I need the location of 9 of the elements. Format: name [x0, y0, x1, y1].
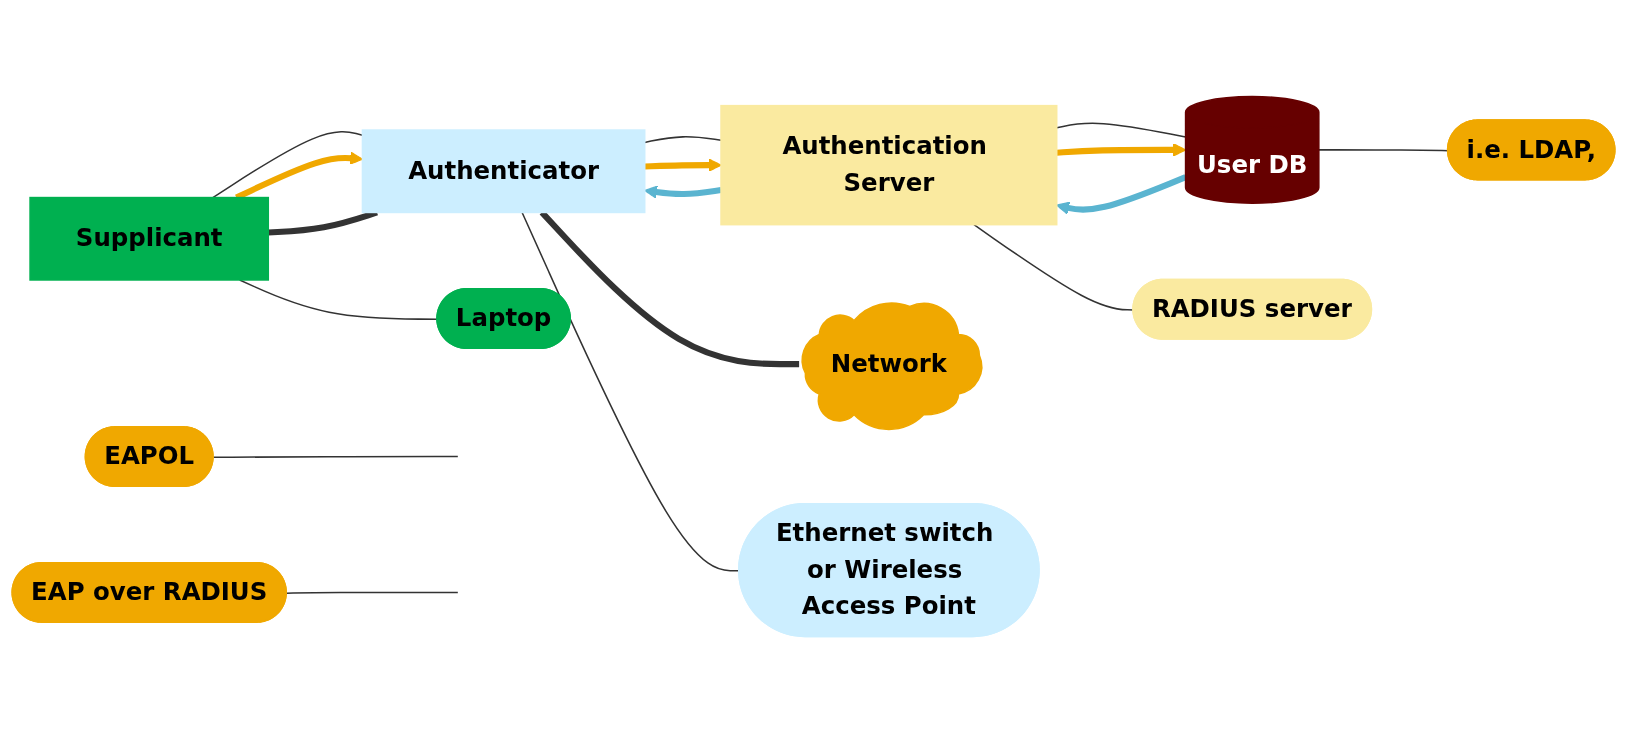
node-box: Authenticator [361, 129, 646, 214]
arrow [644, 185, 722, 199]
connector [212, 455, 459, 459]
arrow [1056, 143, 1187, 157]
arrow [644, 158, 722, 172]
node-box: Authentication Server [720, 104, 1058, 226]
node-box: Supplicant [29, 196, 270, 281]
arrow [1056, 174, 1187, 215]
connector [286, 591, 459, 594]
